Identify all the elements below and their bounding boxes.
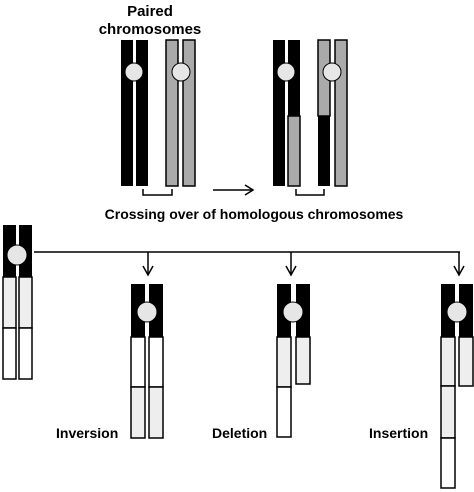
segment-light [2,276,17,329]
crossing-label: Crossing over of homologous chromosomes [105,206,404,222]
centromere [136,301,158,323]
insertion-chromosome [440,284,474,489]
centromere [6,244,28,266]
chromatid-black-2 [136,40,148,186]
crossing-arrow [213,184,255,196]
centromere [322,62,342,82]
paired-chromosomes [121,39,196,196]
chromatid-black-1 [273,40,285,186]
title-line1: Paired [127,3,173,20]
chromatid-gray-1 [165,39,179,187]
segment-light [18,276,33,329]
chromatid-black-1 [121,40,133,186]
centromere [276,62,296,82]
bracket [295,189,325,196]
inversion-label: Inversion [56,425,118,441]
title-line2: chromosomes [99,21,202,38]
original-chromosome [2,225,33,380]
centromere [282,301,304,323]
deletion-chromosome [276,284,311,438]
branch-arrows [34,251,465,277]
crossed-over-chromosomes [273,39,348,196]
centromere [124,62,144,82]
centromere [446,301,468,323]
chromatid-gray-2 [182,39,196,187]
swapped-segment-gray [287,115,301,187]
chromatid-gray-2 [334,39,348,187]
centromere [171,62,191,82]
deletion-label: Deletion [212,425,267,441]
bracket [142,189,173,196]
segment-white [2,327,17,380]
segment-white [18,327,33,380]
insertion-label: Insertion [369,425,428,441]
inversion-chromosome [130,284,164,439]
